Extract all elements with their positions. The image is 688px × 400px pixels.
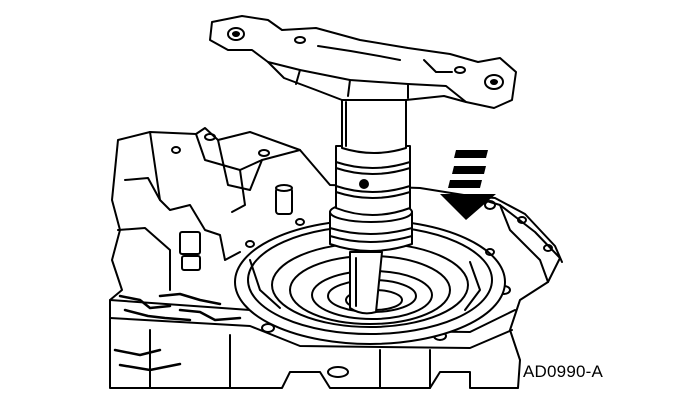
- installation-tool: [209, 15, 517, 315]
- figure-id-label: AD0990-A: [523, 362, 604, 381]
- direction-arrow: [440, 150, 496, 220]
